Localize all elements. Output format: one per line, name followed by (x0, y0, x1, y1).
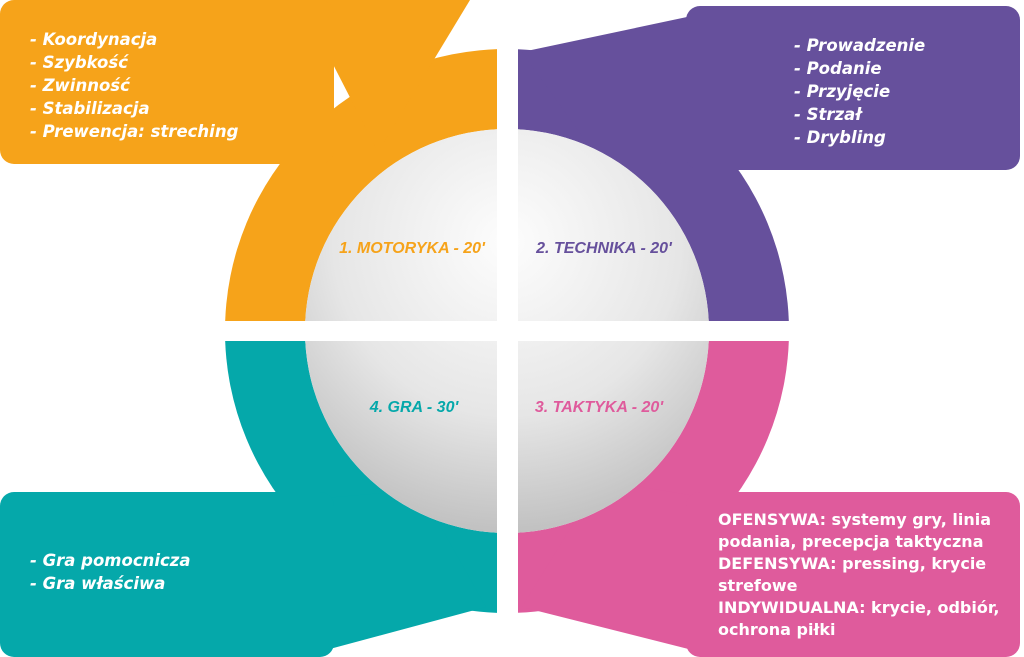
list-item: - Gra właściwa (30, 574, 166, 593)
motoryka-list: - Koordynacja - Szybkość - Zwinność - St… (30, 28, 334, 143)
list-item: - Podanie (794, 59, 882, 78)
motoryka-box: - Koordynacja - Szybkość - Zwinność - St… (0, 0, 334, 164)
list-item: INDYWIDUALNA: krycie, odbiór, ochrona pi… (718, 598, 1000, 639)
list-item: - Stabilizacja (30, 99, 150, 118)
list-item: - Strzał (794, 105, 862, 124)
list-item: - Drybling (794, 128, 886, 147)
taktyka-box: OFENSYWA: systemy gry, linia podania, pr… (686, 492, 1020, 657)
taktyka-list: OFENSYWA: systemy gry, linia podania, pr… (718, 509, 1014, 641)
list-item: - Prowadzenie (794, 36, 926, 55)
gra-label: 4. GRA - 30' (369, 399, 460, 416)
list-item: - Przyjęcie (794, 82, 891, 101)
gra-list: - Gra pomocnicza - Gra właściwa (30, 549, 334, 595)
list-item: - Szybkość (30, 53, 128, 72)
list-item: DEFENSYWA: pressing, krycie strefowe (718, 554, 987, 595)
list-item: OFENSYWA: systemy gry, linia podania, pr… (718, 510, 992, 551)
list-item: - Gra pomocnicza (30, 551, 191, 570)
list-item: - Koordynacja (30, 30, 158, 49)
motoryka-label: 1. MOTORYKA - 20' (339, 240, 486, 257)
horizontal-divider (290, 321, 730, 341)
technika-label: 2. TECHNIKA - 20' (535, 240, 673, 257)
list-item: - Prewencja: streching (30, 122, 239, 141)
center-disc (290, 110, 730, 560)
technika-box: - Prowadzenie - Podanie - Przyjęcie - St… (686, 6, 1020, 170)
taktyka-label: 3. TAKTYKA - 20' (535, 399, 664, 416)
gra-box: - Gra pomocnicza - Gra właściwa (0, 492, 334, 657)
technika-list: - Prowadzenie - Podanie - Przyjęcie - St… (794, 34, 1020, 149)
list-item: - Zwinność (30, 76, 130, 95)
